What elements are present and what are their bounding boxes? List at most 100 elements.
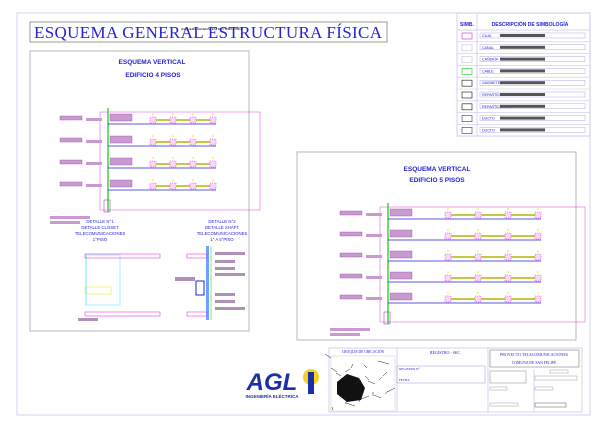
- outlet-box: [534, 232, 542, 240]
- floor-label: [59, 181, 83, 187]
- conduit: [481, 235, 505, 237]
- outlet-box: [169, 160, 177, 168]
- legend-desc-box: [479, 68, 586, 74]
- map-road: [358, 395, 370, 401]
- outlet-marker: [447, 229, 449, 231]
- floor-note: [366, 213, 382, 216]
- conduit: [156, 185, 170, 187]
- outlet-box: [504, 211, 512, 219]
- project-commune: COMUNA DE SAN FELIPE: [512, 361, 557, 365]
- outlet-marker: [537, 208, 539, 210]
- conduit: [451, 256, 475, 258]
- outlet-box: [169, 116, 177, 124]
- outlet-marker: [192, 157, 194, 159]
- outlet-marker: [172, 157, 174, 159]
- legend-symbol-icon: [461, 44, 473, 52]
- conduit: [481, 256, 505, 258]
- outlet-marker: [152, 179, 154, 181]
- outlet-box: [189, 160, 197, 168]
- outlet-marker: [507, 229, 509, 231]
- title-subnote: ESQUEMA GENERAL ESTRUCTURA FISICA: [181, 27, 243, 31]
- map-road: [335, 372, 342, 377]
- conduit: [156, 119, 170, 121]
- legend-row-label: DUCTO: [482, 128, 495, 132]
- main-cabinet: [383, 311, 391, 325]
- map-urban-area: [337, 374, 365, 402]
- map-road: [344, 399, 348, 405]
- outlet-marker: [212, 179, 214, 181]
- legend-row-label: REPARTIDOR N°x: [482, 105, 512, 109]
- service-note: [50, 221, 80, 224]
- detail-2: DETALLE N°2 DETALLE SHAFT TELECOMUNICACI…: [175, 219, 247, 320]
- outlet-marker: [477, 292, 479, 294]
- outlet-box: [149, 138, 157, 146]
- outlet-box: [504, 232, 512, 240]
- map-road: [384, 390, 389, 395]
- outlet-box: [189, 116, 197, 124]
- vertical-schematic-4-floors: [50, 108, 261, 224]
- outlet-box: [149, 182, 157, 190]
- detail-2-line: DETALLE SHAFT: [205, 225, 239, 230]
- legend-desc-box: [479, 115, 586, 121]
- floor-note: [366, 234, 382, 237]
- legend-symbol-icon: [461, 32, 473, 40]
- company-logo: AGL INGENIERÍA ELÉCTRICA: [245, 369, 319, 399]
- legend-row-label: DUCTO: [482, 117, 495, 121]
- detail-1-line: DETALLE CLOSET: [81, 225, 119, 230]
- legend-row-label: GABINETE: [482, 81, 501, 85]
- outlet-marker: [152, 135, 154, 137]
- outlet-box: [444, 274, 452, 282]
- legend-col-symbol: SIMB.: [460, 22, 475, 28]
- map-road: [338, 383, 342, 389]
- detail-1-line: 1°PISO: [93, 237, 108, 242]
- legend-symbol-icon: [461, 127, 473, 134]
- panel-5-subheading: EDIFICIO 5 PISOS: [409, 177, 465, 184]
- map-road: [345, 402, 356, 407]
- building-outline: [379, 206, 586, 323]
- outlet-marker: [192, 113, 194, 115]
- outlet-box: [209, 116, 217, 124]
- project-title: PROYECTO TELECOMUNICACIONES: [500, 352, 568, 357]
- floor-note: [86, 162, 102, 165]
- conduit: [176, 163, 190, 165]
- outlet-marker: [537, 229, 539, 231]
- outlet-marker: [447, 250, 449, 252]
- outlet-box: [444, 232, 452, 240]
- map-road: [377, 360, 390, 365]
- legend-desc-box: [479, 103, 586, 110]
- map-road: [367, 380, 376, 385]
- conduit: [511, 214, 535, 216]
- vertical-schematic-5-floors: [330, 203, 586, 336]
- legend-symbol-icon: [461, 91, 473, 99]
- legend-symbol-icon: [461, 115, 473, 122]
- title-box: [29, 21, 388, 43]
- outlet-box: [189, 138, 197, 146]
- map-road: [386, 387, 396, 393]
- distributor-label: [389, 229, 413, 238]
- outlet-marker: [537, 292, 539, 294]
- outlet-marker: [507, 271, 509, 273]
- floor-label: [59, 115, 83, 121]
- outlet-marker: [152, 157, 154, 159]
- sheet-border: [16, 12, 591, 416]
- conduit: [156, 141, 170, 143]
- map-road: [324, 353, 332, 359]
- panel-edificio-4-pisos: [29, 50, 250, 332]
- title-block: CROQUIS DE UBICACIÓN REGISTRO - SEC REGI…: [324, 347, 583, 413]
- map-road: [330, 367, 338, 373]
- distributor-label: [389, 208, 413, 217]
- conduit: [156, 163, 170, 165]
- map-road: [378, 376, 383, 381]
- distributor-label: [109, 179, 133, 188]
- legend-row-detail: [500, 93, 545, 96]
- panel-edificio-5-pisos: [296, 151, 577, 341]
- outlet-marker: [152, 113, 154, 115]
- floor-note: [366, 276, 382, 279]
- outlet-box: [504, 274, 512, 282]
- outlet-marker: [172, 113, 174, 115]
- outlet-box: [169, 138, 177, 146]
- conduit: [196, 119, 210, 121]
- outlet-marker: [172, 179, 174, 181]
- map-road: [358, 398, 361, 403]
